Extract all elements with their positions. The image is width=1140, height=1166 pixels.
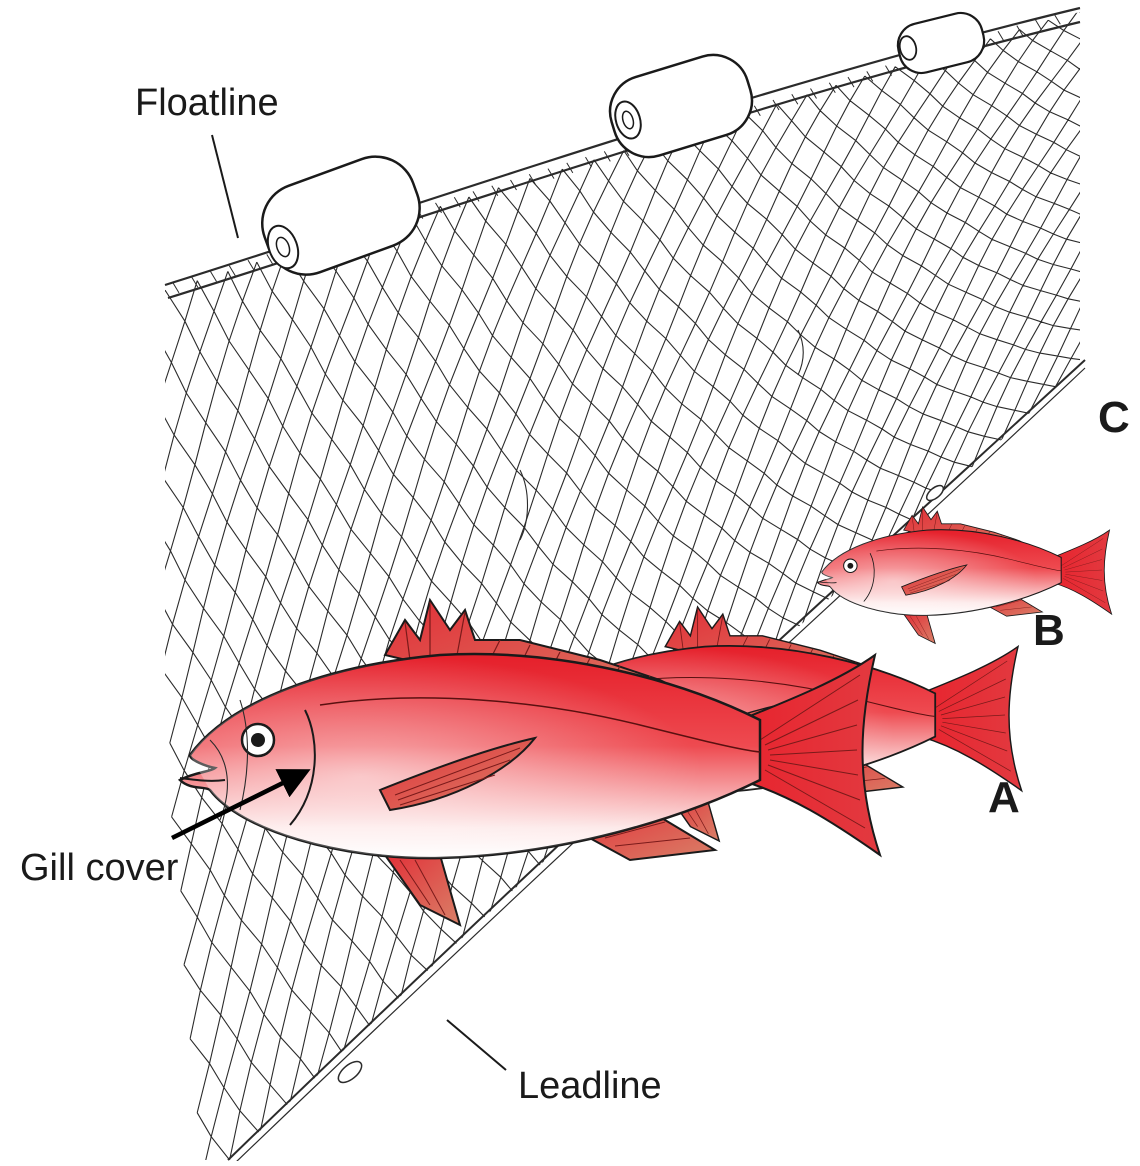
fish-a-letter: A bbox=[988, 773, 1020, 822]
cork-float-1 bbox=[251, 145, 431, 285]
cork-float-3 bbox=[893, 8, 989, 77]
fish-b-letter: B bbox=[1033, 606, 1065, 655]
cork-float-2 bbox=[601, 46, 761, 166]
gill-cover-label: Gill cover bbox=[20, 847, 179, 889]
leadline-callout: Leadline bbox=[447, 1020, 662, 1107]
floatline-callout: Floatline bbox=[135, 82, 279, 238]
fish-c bbox=[818, 507, 1112, 644]
fish-c-letter: C bbox=[1098, 393, 1130, 442]
leadline-label: Leadline bbox=[518, 1065, 662, 1107]
floatline-label: Floatline bbox=[135, 82, 279, 124]
